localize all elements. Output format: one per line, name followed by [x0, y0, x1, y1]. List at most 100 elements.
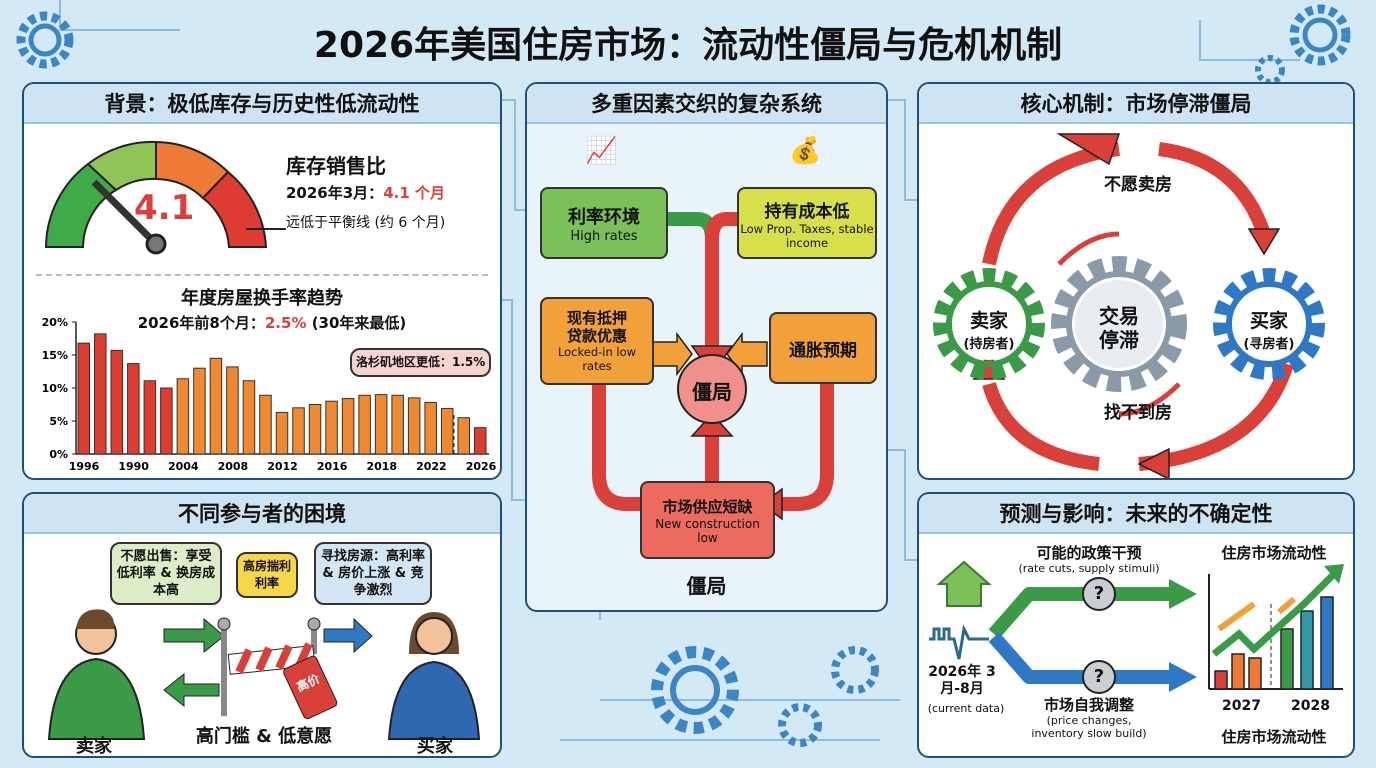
mechanism-panel: 核心机制：市场停滞僵局 不愿卖房 找不到房 卖家(持房者) 交易停滞 买家(寻房… — [917, 82, 1355, 480]
bar — [110, 349, 124, 455]
system-footer: 僵局 — [686, 574, 727, 598]
barrier-label: 高门槛 & 低意愿 — [195, 726, 333, 747]
bar — [226, 366, 239, 455]
y-tick-label: 20% — [42, 316, 68, 329]
seller-label: 卖家 — [969, 310, 1008, 332]
bar — [473, 427, 487, 455]
inventory-gauge — [44, 140, 286, 255]
question-mark-top: ? — [1093, 583, 1105, 604]
buyer-gear: 买家 (寻房者) — [1229, 306, 1309, 352]
actors-panel: 不同参与者的困境 不愿出售：享受低利率 & 换房成本高 高房揣利利率 寻找房源：… — [22, 492, 502, 758]
question-mark-bottom: ? — [1093, 666, 1105, 687]
bar — [160, 387, 173, 455]
seller-gear: 卖家 (持房者) — [949, 306, 1029, 352]
bar — [176, 378, 190, 455]
bar — [308, 404, 322, 455]
y-tick-label: 10% — [42, 382, 68, 395]
inflation-box: 通胀预期 — [769, 312, 877, 384]
year-2028: 2028 — [1291, 698, 1330, 714]
stagnation-gear: 交易停滞 — [1099, 304, 1139, 352]
bar — [457, 417, 470, 455]
chart-subtitle: 2026年前8个月：2.5% (30年来最低) — [84, 312, 460, 333]
chart-up-icon: 📈 — [585, 136, 618, 166]
supply-cn: 市场供应短缺 — [662, 497, 753, 516]
bar — [209, 357, 223, 455]
sub-prefix: 2026年前8个月： — [137, 314, 265, 332]
cant-find-label: 找不到房 — [1104, 403, 1172, 423]
bar — [292, 407, 305, 455]
bar — [77, 342, 91, 455]
divider — [36, 274, 488, 276]
y-tick-label: 15% — [42, 349, 68, 362]
panel-title: 背景：极低库存与历史性低流动性 — [24, 84, 500, 124]
flow-arrows — [592, 212, 834, 521]
panel-title: 不同参与者的困境 — [24, 494, 500, 534]
current-date-en: (current data) — [927, 702, 1005, 715]
page-title: 2026年美国住房市场：流动性僵局与危机机制 — [313, 25, 1063, 66]
bar — [143, 380, 157, 455]
x-tick-label: 2018 — [366, 460, 397, 473]
turnover-chart: 0% 5% 10% 15% 20% 1996 1990 2004 2008 2012 2016 201… — [42, 316, 497, 473]
bar — [242, 380, 256, 455]
buyer-sub: (寻房者) — [1243, 337, 1295, 352]
bar — [341, 398, 355, 455]
panel-title: 多重因素交织的复杂系统 — [527, 84, 886, 124]
seller-label: 卖家 — [76, 736, 112, 757]
buyer-speech-bubble: 寻找房源：高利率 & 房价上涨 & 竞争激烈 — [314, 542, 432, 605]
hold-cn: 持有成本低 — [764, 201, 850, 222]
x-tick-label: 2026 — [466, 460, 497, 473]
sub-value: 2.5% — [264, 314, 307, 332]
current-date: 2026年 3月-8月 — [928, 664, 996, 697]
buyer-label: 买家 — [417, 736, 453, 757]
mortgage-en: Locked-in low rates — [557, 345, 637, 373]
gauge-needle — [91, 179, 159, 247]
rate-en: High rates — [570, 228, 638, 244]
cycle-diagram — [933, 133, 1325, 478]
middle-speech-bubble: 高房揣利利率 — [236, 552, 298, 598]
gauge-label: 库存销售比 — [286, 154, 386, 178]
mortgage-cn: 现有抵押贷款优惠 — [566, 309, 627, 345]
scenario-paths — [929, 560, 1344, 694]
x-tick-label: 2004 — [168, 460, 199, 473]
bar — [391, 394, 404, 455]
x-tick-label: 1996 — [69, 460, 100, 473]
date-prefix: 2026年3月： — [286, 184, 384, 202]
buyer-label: 买家 — [1249, 310, 1288, 332]
bar — [94, 333, 107, 455]
gauge-note: 远低于平衡线 (约 6 个月) — [286, 215, 446, 231]
self-adjust-en: (price changes, inventory slow build) — [1031, 714, 1147, 740]
x-tick-label: 2016 — [317, 460, 348, 473]
policy-en: (rate cuts, supply stimuli) — [1018, 562, 1160, 575]
bar — [424, 402, 437, 455]
y-tick-label: 5% — [49, 415, 68, 428]
rate-cn: 利率环境 — [568, 206, 640, 228]
bar — [407, 397, 421, 455]
gauge-date: 2026年3月：4.1 个月 — [286, 182, 445, 203]
barrier-illustration — [47, 609, 481, 740]
seller-sub: (持房者) — [963, 337, 1015, 352]
year-2027: 2027 — [1222, 698, 1261, 714]
forecast-panel: 预测与影响：未来的不确定性 ? ? 可能的政策干预 (rate cuts, su… — [917, 492, 1355, 758]
x-tick-label: 2012 — [267, 460, 298, 473]
bar — [374, 394, 388, 455]
date-value: 4.1 个月 — [383, 184, 445, 202]
background-panel: 背景：极低库存与历史性低流动性 4.1 库存销售比 2026年3月：4.1 个月… — [22, 82, 502, 480]
hold-en: Low Prop. Taxes, stable income — [740, 221, 874, 250]
x-tick-label: 1990 — [118, 460, 149, 473]
deadlock-center: 僵局 — [692, 380, 732, 404]
inflation-cn: 通胀预期 — [789, 340, 857, 361]
x-tick-label: 2008 — [218, 460, 249, 473]
bar — [275, 411, 289, 455]
bar — [440, 407, 454, 455]
la-callout: 洛杉矶地区更低：1.5% — [350, 348, 492, 377]
y-tick-label: 0% — [49, 448, 68, 461]
supply-en: New construction low — [655, 516, 760, 545]
bar — [358, 394, 371, 455]
seller-speech-bubble: 不愿出售：享受低利率 & 换房成本高 — [110, 542, 222, 605]
coin-hand-icon: 💰 — [789, 136, 822, 166]
